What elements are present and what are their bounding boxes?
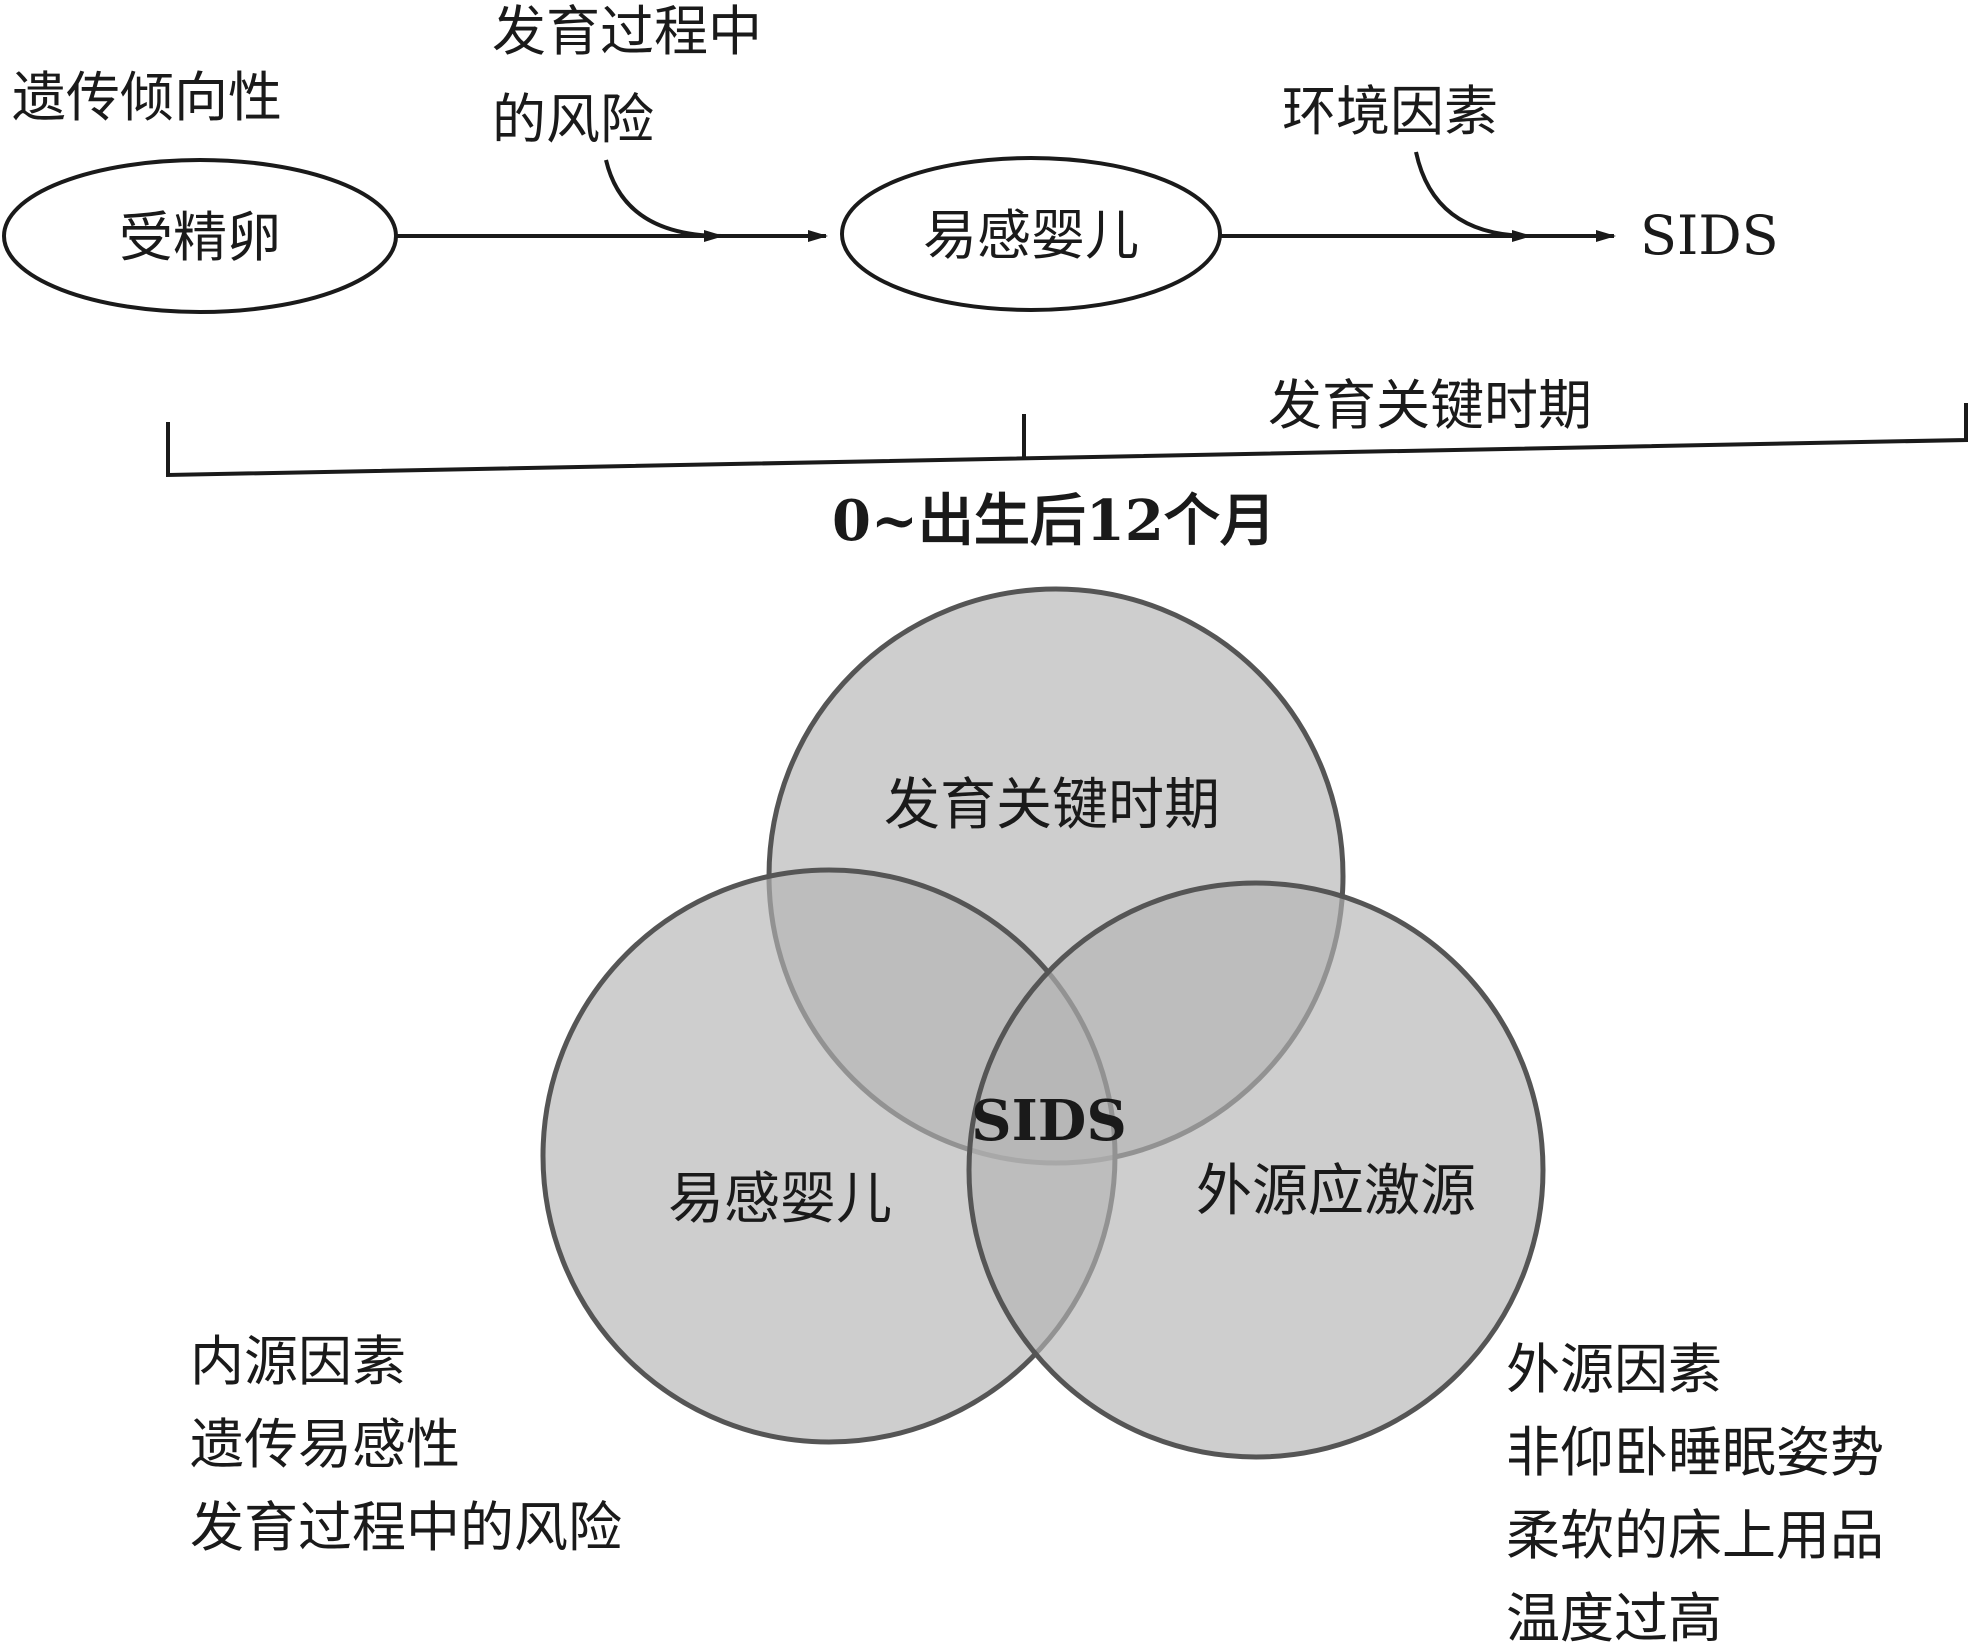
timeline-bracket (166, 403, 1968, 478)
node-susceptible-infant-label: 易感婴儿 (923, 204, 1139, 267)
environmental-factors-label: 环境因素 (1282, 80, 1498, 143)
node-sids-label: SIDS (1640, 204, 1779, 267)
critical-period-label: 发育关键时期 (1268, 374, 1592, 437)
venn-diagram (540, 586, 1546, 1460)
external-factors-item: 非仰卧睡眠姿势 (1506, 1421, 1884, 1484)
internal-factors-notes: 内源因素 遗传易感性 发育过程中的风险 (190, 1330, 622, 1559)
genetic-predisposition-label: 遗传倾向性 (12, 66, 282, 129)
venn-circle-exogenous-stressor (966, 880, 1546, 1460)
external-factors-item: 柔软的床上用品 (1506, 1504, 1884, 1567)
external-factors-title: 外源因素 (1506, 1338, 1722, 1401)
developmental-risk-label-line1: 发育过程中 (492, 0, 762, 63)
timeline-range-label: 0~出生后12个月 (832, 488, 1276, 554)
arrow-dev-risk-curve (604, 159, 724, 242)
external-factors-item: 温度过高 (1506, 1587, 1722, 1645)
venn-label-susceptible-infant: 易感婴儿 (668, 1167, 892, 1232)
node-fertilized-egg-label: 受精卵 (119, 206, 281, 269)
venn-label-critical-period: 发育关键时期 (884, 773, 1220, 838)
developmental-risk-label-line2: 的风险 (492, 88, 654, 151)
venn-label-sids-center: SIDS (971, 1088, 1127, 1154)
arrow-env-curve (1414, 151, 1532, 242)
venn-label-exogenous-stressor: 外源应激源 (1196, 1159, 1476, 1224)
internal-factors-item: 遗传易感性 (190, 1413, 460, 1476)
external-factors-notes: 外源因素 非仰卧睡眠姿势 柔软的床上用品 温度过高 (1506, 1338, 1884, 1645)
internal-factors-title: 内源因素 (190, 1330, 406, 1393)
internal-factors-item: 发育过程中的风险 (190, 1496, 622, 1559)
